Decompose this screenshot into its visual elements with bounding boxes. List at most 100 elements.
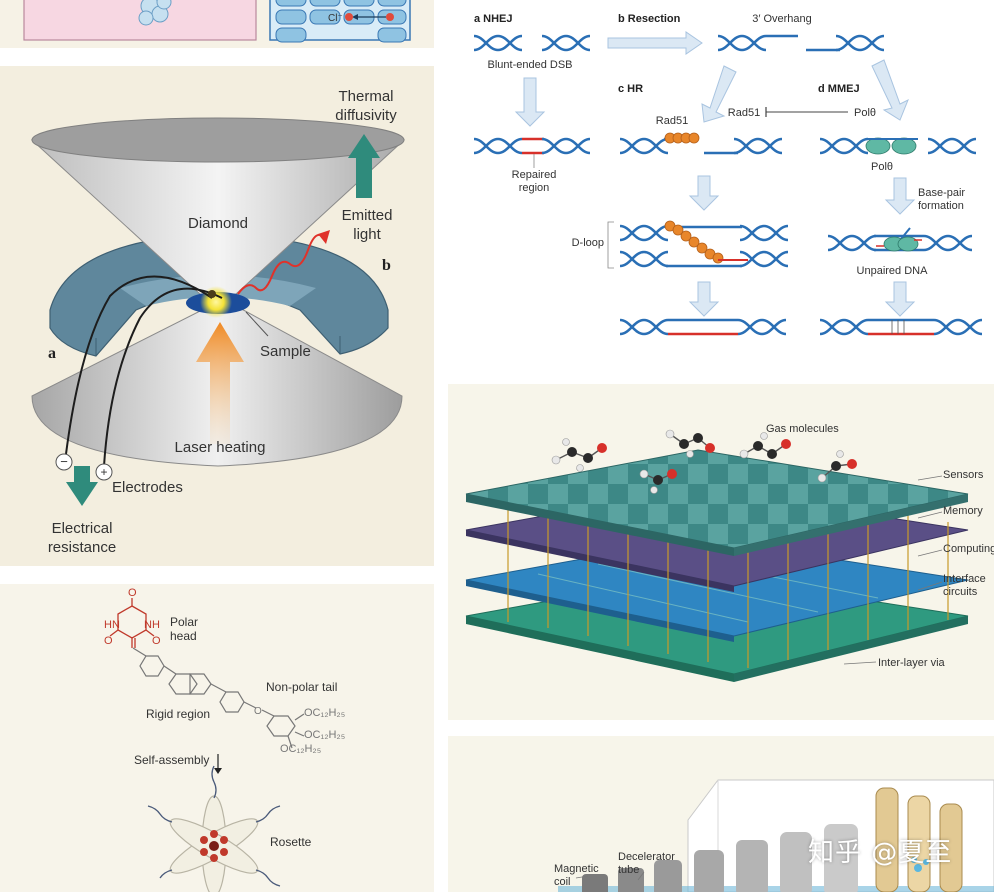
unpaired-dna-label: Unpaired DNA xyxy=(857,265,929,277)
resection-left-helix xyxy=(716,34,768,52)
repaired-left-helix xyxy=(472,137,524,155)
dloop-broken-left xyxy=(618,250,670,268)
via-leader xyxy=(843,661,877,665)
beam-path xyxy=(558,886,994,892)
dna-repair-panel: a NHEJ Blunt-ended DSB b Resection 3′ Ov… xyxy=(448,0,994,368)
resection-right-helix xyxy=(834,34,886,52)
diamond-anvil-diagram: − + Thermal diffusivity Diamond Emitted … xyxy=(30,88,406,556)
mmej-down-arrow-2 xyxy=(884,281,916,317)
interface-leader xyxy=(917,581,943,591)
dloop-donor-right xyxy=(738,224,790,242)
watermark: 知乎 @夏至 xyxy=(808,838,953,868)
thermal-label-1: Thermal xyxy=(338,88,393,105)
mmej-down-arrow-1 xyxy=(884,177,916,215)
interface-label-1: Interface xyxy=(943,573,986,585)
thermal-label-2: diffusivity xyxy=(335,107,397,124)
sensor-layer-side xyxy=(734,494,968,556)
mmej-diagonal-arrow xyxy=(871,59,909,121)
diamond-anvil-panel: − + Thermal diffusivity Diamond Emitted … xyxy=(0,66,434,566)
magnetic-coils xyxy=(582,824,858,892)
rad51-c-label: Rad51 xyxy=(656,115,688,127)
electrode-contact xyxy=(208,290,216,298)
interface-layer-side xyxy=(734,616,968,682)
mmej-final-left xyxy=(818,318,870,336)
hr-diagonal-arrow xyxy=(701,65,737,123)
unpaired-left-helix xyxy=(826,234,878,252)
self-assembly-diagram: O O O HN NH O OC₁₂H₂₅ OC₁₂H₂₅ OC₁₂H₂₅ Po… xyxy=(104,587,345,892)
unpaired-right-helix xyxy=(922,234,974,252)
stacked-chip-panel: Gas molecules Sensors Memory Computing I… xyxy=(448,384,994,720)
mmej-right-helix xyxy=(926,137,978,155)
rosette-structure xyxy=(147,765,281,892)
diamond-table xyxy=(31,117,405,163)
rad51-invasion xyxy=(664,220,724,264)
mmej-left-helix xyxy=(818,137,870,155)
coil-label-1: Magnetic xyxy=(554,863,599,875)
basepair-label-2: formation xyxy=(918,200,964,212)
label-d-mmej: d MMEJ xyxy=(818,83,860,95)
laser-beam-arrow xyxy=(196,322,244,444)
panel-label-b: b xyxy=(382,257,391,274)
rigid-region-label: Rigid region xyxy=(146,707,210,721)
memory-label: Memory xyxy=(943,505,983,517)
thermal-arrow xyxy=(348,134,380,198)
electrical-label-1: Electrical xyxy=(52,520,113,537)
pol-top-label: Polθ xyxy=(854,107,876,119)
rad51-top-label: Rad51 xyxy=(728,107,760,119)
decelerator-diagram: Magnetic coil Decelerator tube xyxy=(554,779,994,892)
chem-oc-1: OC₁₂H₂₅ xyxy=(304,707,345,719)
chloride-ion xyxy=(345,13,353,21)
mmej-final-right xyxy=(932,318,984,336)
hr-final-left xyxy=(618,318,670,336)
panel-label-a: a xyxy=(48,345,56,362)
chem-o-link: O xyxy=(254,706,262,717)
emitted-light-wave xyxy=(237,234,325,295)
self-assembly-panel: O O O HN NH O OC₁₂H₂₅ OC₁₂H₂₅ OC₁₂H₂₅ Po… xyxy=(0,584,434,892)
chem-o-right: O xyxy=(152,635,161,647)
hr-down-arrow-1 xyxy=(688,175,720,211)
chloride-ion-2 xyxy=(386,13,394,21)
nhej-down-arrow xyxy=(514,77,546,127)
pol-d-label: Polθ xyxy=(871,161,893,173)
stacked-chip-diagram: Gas molecules Sensors Memory Computing I… xyxy=(465,423,994,682)
label-c-hr: c HR xyxy=(618,83,643,95)
coil-leader xyxy=(575,875,589,879)
chem-oc-3: OC₁₂H₂₅ xyxy=(280,743,321,755)
polar-head-structure xyxy=(109,598,155,648)
dsb-left-helix xyxy=(472,34,524,52)
polar-head-label-2: head xyxy=(170,629,197,643)
emitted-label-1: Emitted xyxy=(342,207,393,224)
plus-terminal xyxy=(95,463,113,481)
electrodes-label: Electrodes xyxy=(112,479,183,496)
sample-label: Sample xyxy=(260,343,311,360)
polar-head-label-1: Polar xyxy=(170,615,198,629)
chem-o-left: O xyxy=(104,635,113,647)
sensors-label: Sensors xyxy=(943,469,984,481)
chem-o-top: O xyxy=(128,587,137,599)
atom-cloud xyxy=(911,857,929,872)
dloop-donor-left xyxy=(618,224,670,242)
emitted-light-arrowhead xyxy=(318,230,330,244)
computing-leader xyxy=(917,549,943,557)
electrical-label-2: resistance xyxy=(48,539,116,556)
memory-layer-edge xyxy=(466,530,734,592)
sensors-leader xyxy=(917,475,943,481)
laser-label: Laser heating xyxy=(175,439,266,456)
coil-label-2: coil xyxy=(554,876,571,888)
pol-theta-enzyme xyxy=(865,137,917,155)
label-b-resection: b Resection xyxy=(618,13,681,25)
diamond-label: Diamond xyxy=(188,215,248,232)
rad51-filament xyxy=(664,132,700,144)
computing-label: Computing xyxy=(943,543,994,555)
ion-label: Cl⁻ xyxy=(328,13,343,24)
memory-leader xyxy=(917,511,943,519)
rigid-backbone xyxy=(132,647,305,749)
interface-layer-edge xyxy=(466,616,734,682)
nonpolar-tail-label: Non-polar tail xyxy=(266,680,337,694)
rosette-label: Rosette xyxy=(270,835,312,849)
plus-sign: + xyxy=(100,465,107,479)
overhang-label: 3′ Overhang xyxy=(752,13,812,25)
tube-label-1: Decelerator xyxy=(618,851,675,863)
dna-repair-diagram: a NHEJ Blunt-ended DSB b Resection 3′ Ov… xyxy=(472,13,984,336)
computing-layer-edge xyxy=(466,580,734,642)
